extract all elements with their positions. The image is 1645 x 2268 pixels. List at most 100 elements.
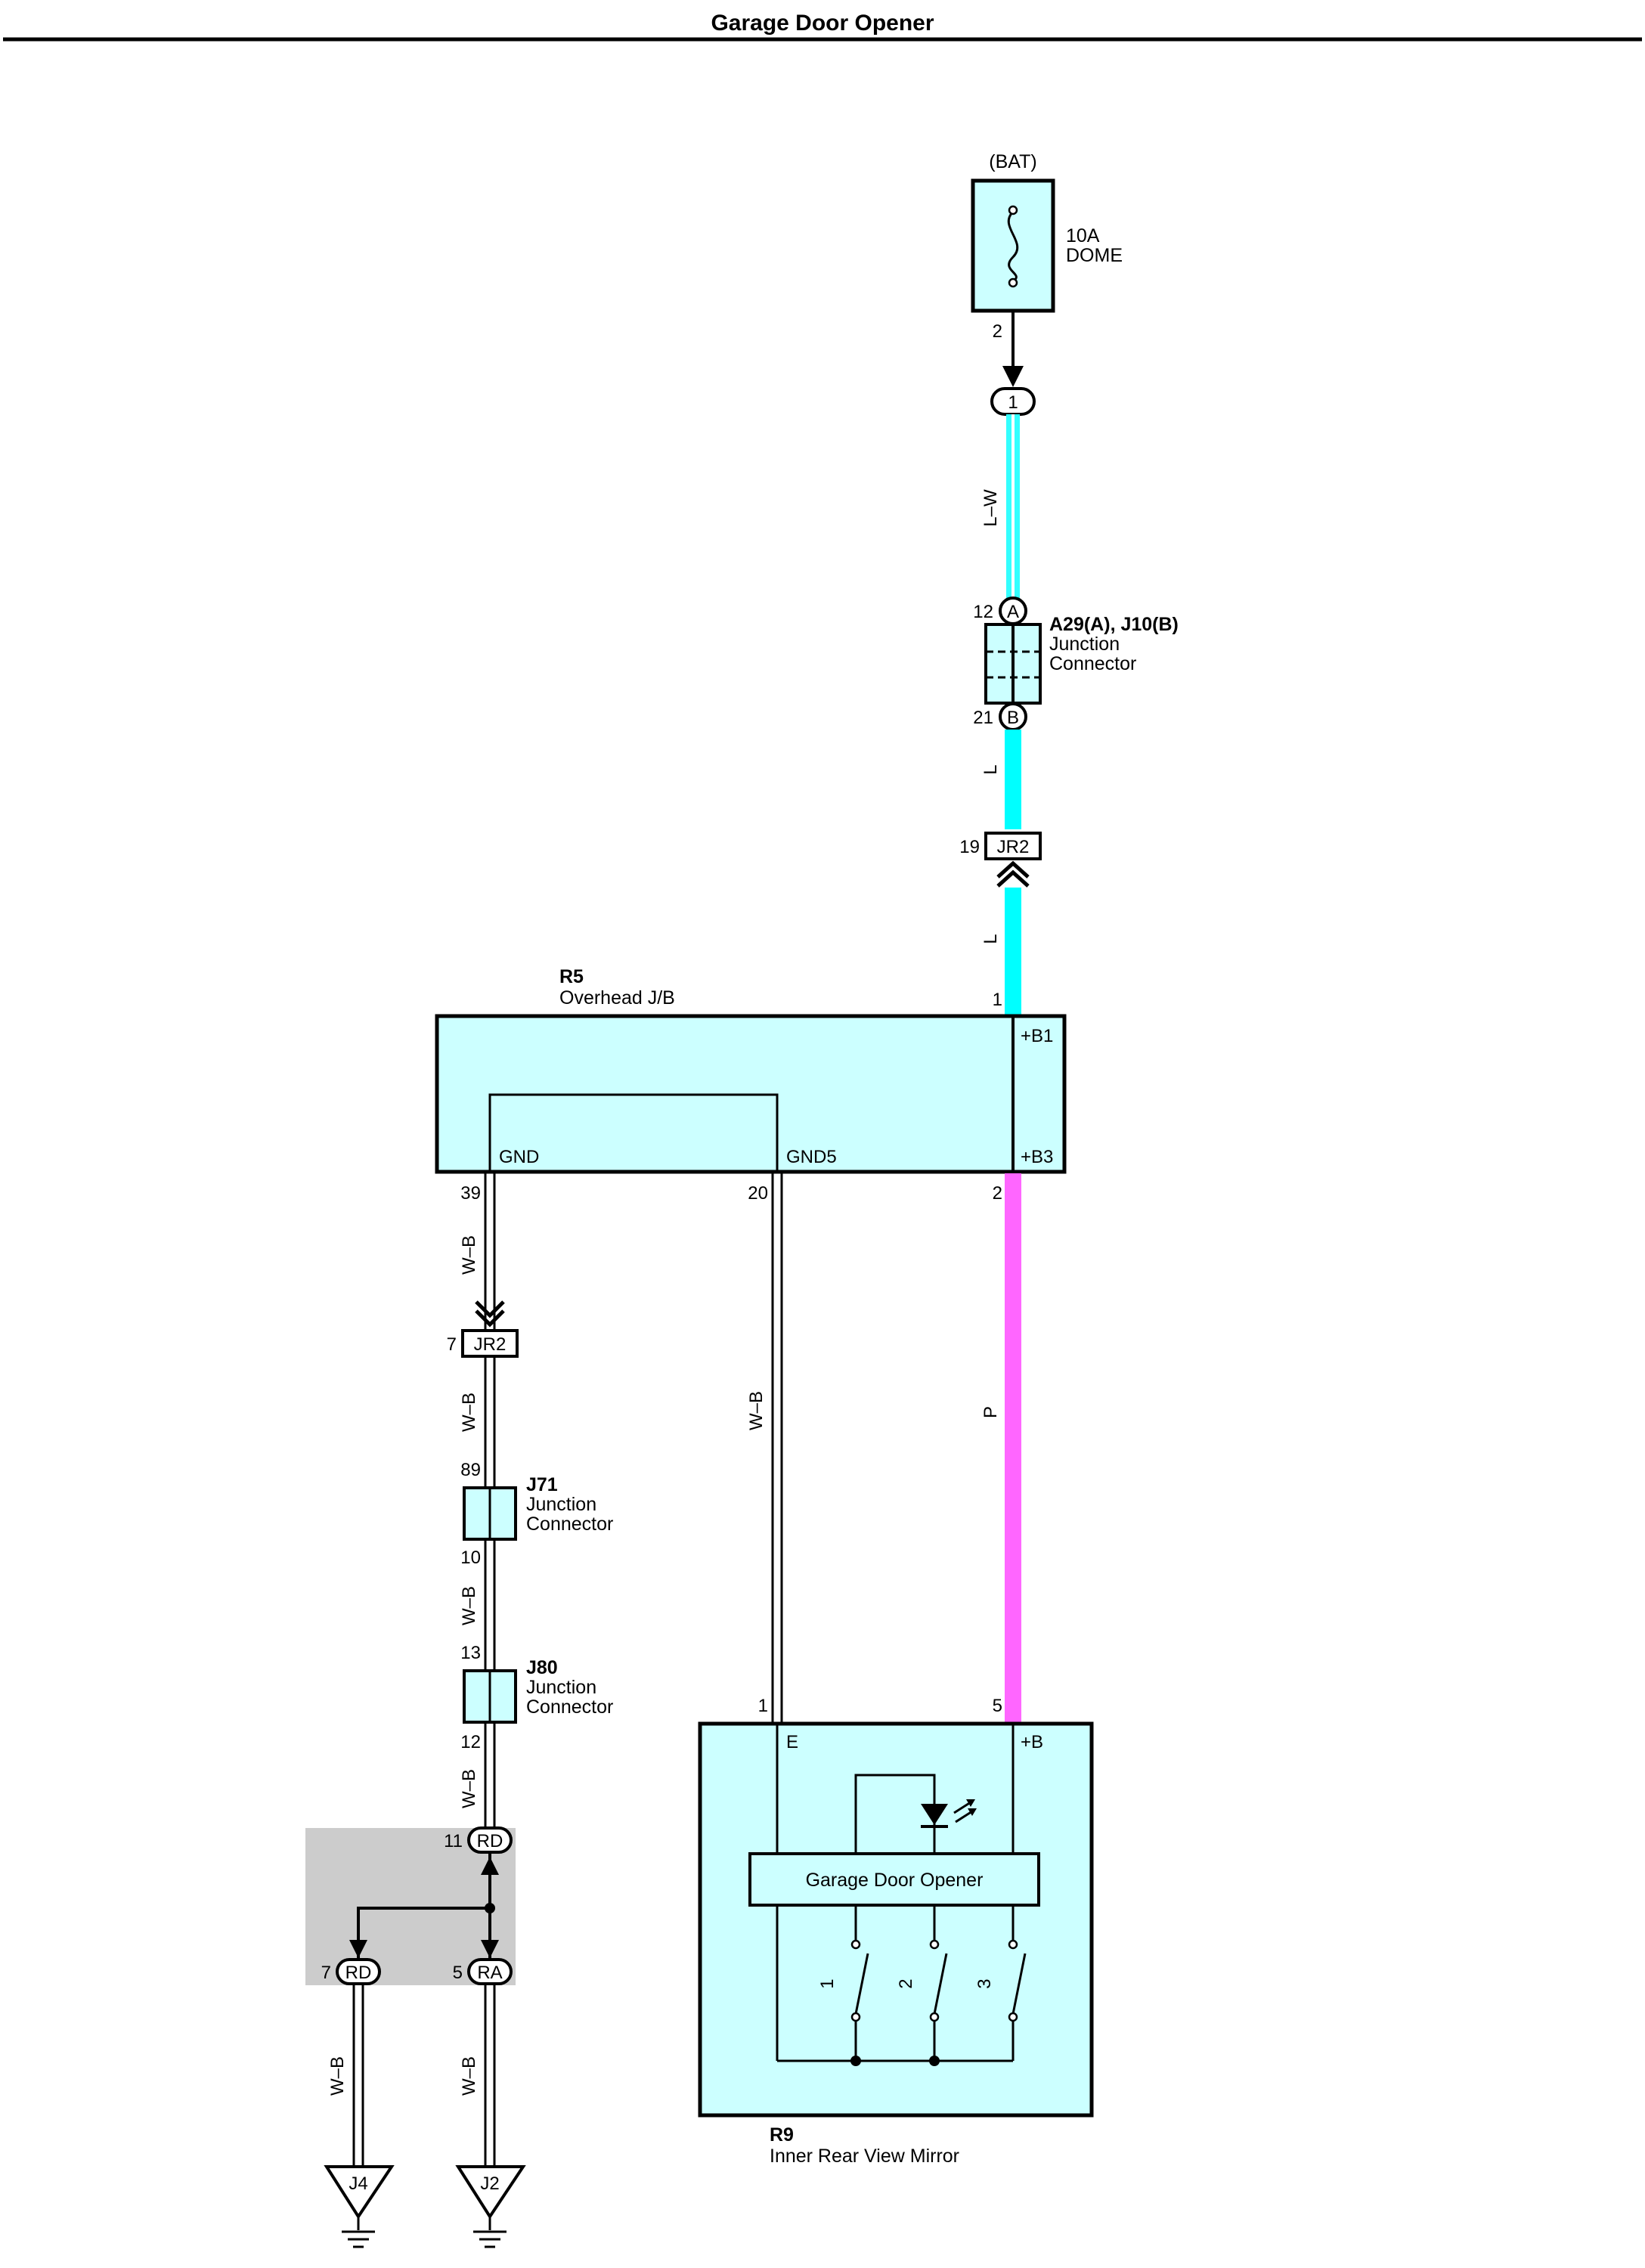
junction-a29-line1: Junction [1049, 634, 1120, 655]
splice-rd-top-label: RD [477, 1831, 503, 1851]
r5-label-gnd5: GND5 [786, 1147, 837, 1167]
page-title: Garage Door Opener [711, 11, 934, 36]
fuse-terminal-icon [1008, 205, 1018, 215]
j80-pin-in: 13 [460, 1643, 481, 1663]
wire-l-lower [1005, 888, 1021, 1016]
j71-line2: Connector [526, 1514, 613, 1535]
switch-2 [929, 1905, 948, 2061]
jr2-lower-connector [461, 1329, 519, 1358]
junction-b-label: B [1007, 708, 1019, 728]
jr2-upper-chevron-icon [996, 860, 1030, 878]
wire-l-upper [1005, 730, 1021, 829]
junction-a29-line2: Connector [1049, 653, 1136, 674]
j71-pin-out: 10 [460, 1548, 481, 1568]
r5-ground-trace [488, 1093, 779, 1172]
j71-pin-in: 89 [460, 1460, 481, 1480]
led-light-ray-icon [966, 1799, 975, 1807]
r9-mirror-box [698, 1721, 1094, 2118]
wire-lw-label: L–W [980, 489, 1001, 527]
r5-label-b1: +B1 [1021, 1026, 1053, 1046]
r5-id: R5 [559, 966, 584, 987]
r9-label-b: +B [1021, 1732, 1043, 1752]
ground-j2-label: J2 [480, 2174, 499, 2194]
r5-label-b3: +B3 [1021, 1147, 1053, 1167]
splice-ra-pin: 5 [453, 1963, 463, 1983]
wire-wb-gnd5-label: W–B [746, 1391, 767, 1430]
junction-b-pin: 21 [973, 708, 993, 728]
r5-name: Overhead J/B [559, 987, 675, 1009]
wire-wb-j4-label: W–B [327, 2056, 348, 2096]
r9-label-e: E [786, 1732, 798, 1752]
fuse-box [971, 178, 1055, 313]
wire-l-lower-label: L [980, 934, 1001, 943]
fuse-source-label: (BAT) [989, 151, 1036, 172]
wire-wb-gnd-label: W–B [459, 1235, 479, 1275]
splice-up-arrow-icon [481, 1857, 499, 1875]
junction-a-label: A [1007, 602, 1019, 622]
fuse-pin-number: 2 [993, 321, 1002, 342]
switch-3 [1008, 1905, 1027, 2061]
jr2-upper-connector [984, 832, 1042, 860]
splice-down-arrow-icon [349, 1940, 367, 1958]
r9-pin-b: 5 [993, 1696, 1002, 1716]
splice-down-arrow-icon [481, 1940, 499, 1958]
splice-rd-bot-label: RD [345, 1963, 372, 1983]
ground-j4-triangle [324, 2165, 395, 2220]
fuse-element-icon [1007, 210, 1019, 283]
switch-3-label: 3 [974, 1978, 995, 1988]
wire-p [1005, 1173, 1021, 1724]
wire-l-upper-label: L [980, 764, 1001, 774]
wire-wb-3-label: W–B [459, 1586, 479, 1625]
wire-wb-j2-label: W–B [459, 2056, 479, 2096]
splice-rd-bot-pin: 7 [321, 1963, 331, 1983]
led-icon [921, 1804, 948, 1825]
splice-rd-top-pin: 11 [444, 1831, 463, 1851]
fuse-terminal-icon [1008, 277, 1018, 288]
connector-1-label: 1 [1008, 392, 1018, 413]
ground-j4-label: J4 [349, 2174, 367, 2194]
j80-line1: Junction [526, 1677, 596, 1698]
r9-id: R9 [770, 2124, 794, 2146]
wire-p-label: P [980, 1406, 1001, 1418]
switch-1 [850, 1905, 869, 2061]
jr2-lower-chevron-icon [475, 1309, 505, 1328]
wire-wb-2-label: W–B [459, 1393, 479, 1432]
led-light-ray-icon [968, 1808, 977, 1816]
j71-line1: Junction [526, 1494, 596, 1515]
switch-2-label: 2 [896, 1978, 916, 1988]
r5-pin-gnd: 39 [460, 1183, 481, 1204]
fuse-name: DOME [1066, 245, 1123, 266]
r5-label-gnd: GND [499, 1147, 539, 1167]
led-light-ray-icon [955, 1810, 973, 1823]
wire-wb-4-label: W–B [459, 1769, 479, 1808]
j80-pin-out: 12 [460, 1732, 481, 1752]
r9-pin-e: 1 [758, 1696, 768, 1716]
ground-j2-triangle [455, 2165, 526, 2220]
r5-pin-b1: 1 [993, 990, 1002, 1010]
splice-ra-label: RA [477, 1963, 502, 1983]
jr2-upper-chevron-icon [996, 869, 1030, 888]
jr2-lower-pin: 7 [447, 1334, 457, 1355]
splice-ra-oval [467, 1958, 513, 1985]
junction-a-pin: 12 [973, 602, 993, 622]
r9-name: Inner Rear View Mirror [770, 2146, 959, 2167]
connector-arrow-icon [1002, 366, 1024, 387]
jr2-upper-label: JR2 [997, 837, 1030, 857]
r9-switch-node [929, 2056, 940, 2066]
jr2-upper-pin: 19 [959, 837, 980, 857]
r5-pin-b3: 2 [993, 1183, 1002, 1204]
j71-id: J71 [526, 1474, 558, 1495]
led-light-ray-icon [953, 1801, 971, 1814]
junction-a29-id: A29(A), J10(B) [1049, 614, 1179, 635]
garage-door-opener-module [748, 1852, 1040, 1907]
jr2-lower-label: JR2 [474, 1334, 507, 1355]
j80-id: J80 [526, 1657, 558, 1678]
fuse-rating: 10A [1066, 225, 1100, 246]
jr2-lower-chevron-icon [475, 1300, 505, 1318]
r5-pin-gnd5: 20 [748, 1183, 768, 1204]
switch-1-label: 1 [817, 1978, 838, 1988]
splice-rd-bot-oval [336, 1958, 381, 1985]
j80-line2: Connector [526, 1696, 613, 1718]
r9-switch-node [850, 2056, 861, 2066]
